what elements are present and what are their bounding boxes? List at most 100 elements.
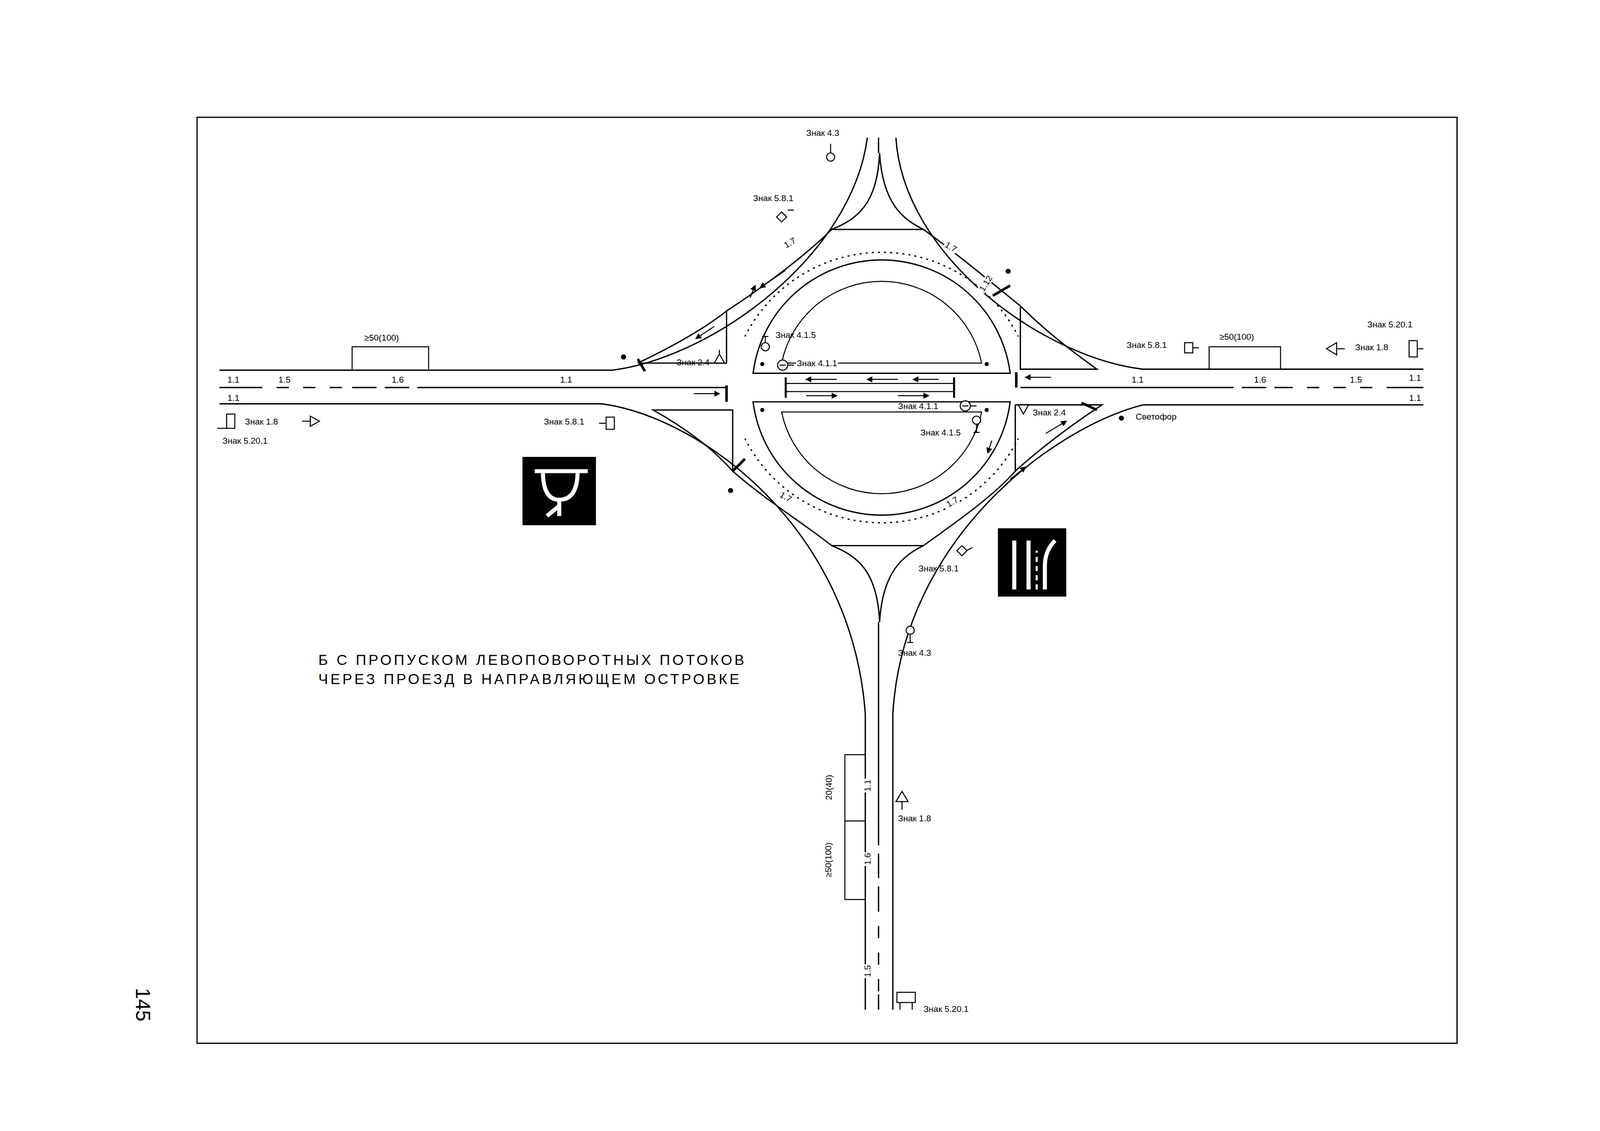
drawing-line	[310, 416, 320, 427]
drawing-line	[726, 372, 1017, 402]
annotation-label: Знак 1.8	[244, 417, 279, 427]
traffic-arrows	[693, 270, 1067, 480]
annotation-label: Знак 1.8	[1355, 343, 1389, 352]
annotation-label: Светофор	[1135, 412, 1177, 422]
drawing-line	[962, 405, 977, 407]
drawing-line	[897, 395, 929, 397]
annotation-label: 1.5	[863, 964, 872, 979]
drawing-line	[732, 471, 832, 546]
annotation-label: 1.6	[390, 375, 405, 385]
drawing-line	[785, 383, 954, 392]
caption: Б С ПРОПУСКОМ ЛЕВОПОВОРОТНЫХ ПОТОКОВ ЧЕР…	[318, 651, 812, 689]
annotation-label: 1.7	[777, 489, 794, 505]
drawing-line	[973, 424, 980, 433]
drawing-line	[652, 410, 733, 472]
annotation-label: Знак 5.20.1	[923, 1005, 969, 1014]
drawing-line	[900, 1002, 913, 1011]
annotation-label: Знак 4.3	[806, 128, 840, 138]
annotation-label: ≥50(100)	[1219, 332, 1255, 342]
annotation-label: 1.1	[1130, 375, 1145, 385]
drawing-line	[753, 401, 1011, 516]
drawing-line	[877, 622, 880, 822]
annotation-label: 1.1	[1408, 393, 1423, 403]
annotation-label: Знак 4.3	[897, 648, 932, 658]
drawing-line	[844, 755, 866, 901]
annotation-label: Знак 2.4	[1032, 408, 1066, 417]
drawing-line	[877, 899, 880, 995]
drawing-line	[956, 546, 967, 557]
drawing-line	[620, 354, 626, 360]
annotation-label: 1.5	[277, 375, 292, 385]
drawing-line	[1192, 347, 1199, 349]
drawing-line	[829, 143, 831, 153]
drawing-line	[1184, 342, 1194, 353]
annotation-label: 20(40)	[824, 775, 834, 801]
drawing-line	[1035, 551, 1038, 590]
drawing-line	[219, 404, 866, 1011]
drawing-line	[714, 354, 725, 364]
annotation-label: Знак 4.1.5	[920, 428, 961, 438]
drawing-line	[522, 457, 596, 526]
drawing-line	[728, 488, 734, 494]
drawing-line	[923, 229, 1021, 307]
drawing-line	[1020, 306, 1098, 370]
drawing-line	[1118, 415, 1124, 421]
annotation-label: Знак 5.8.1	[918, 564, 959, 574]
drawing-line	[826, 152, 835, 162]
annotation-label: 1.1	[226, 375, 241, 385]
annotation-label: Знак 5.20.1	[222, 436, 268, 446]
drawing-line	[753, 260, 1011, 374]
large-signs	[522, 457, 1067, 597]
drawing-line	[776, 212, 787, 223]
drawing-line	[1209, 346, 1281, 370]
drawing-line	[892, 405, 1424, 1011]
drawing-line	[719, 349, 720, 355]
drawing-line	[760, 270, 786, 288]
drawing-line	[1280, 386, 1398, 389]
drawing-line	[352, 386, 429, 389]
drawing-line	[787, 209, 794, 211]
drawing-line	[987, 440, 992, 454]
drawing-line	[867, 379, 898, 381]
drawing-line	[1005, 268, 1011, 274]
drawing-line	[1010, 467, 1026, 480]
annotation-label: 1.7	[781, 235, 798, 251]
drawing-line	[906, 634, 913, 643]
drawing-line	[1045, 421, 1067, 434]
drawing-line	[806, 379, 837, 381]
drawing-line	[750, 285, 756, 298]
drawing-line	[997, 528, 1067, 597]
drawing-line	[781, 281, 982, 364]
annotation-label: ≥50(100)	[364, 333, 399, 343]
annotation-label: Знак 4.1.5	[775, 330, 816, 340]
drawing-line	[831, 152, 924, 230]
drawing-line	[226, 414, 235, 429]
drawing-line	[219, 386, 251, 389]
annotation-label: 1.6	[863, 852, 872, 866]
annotation-label: Знак 4.1.1	[897, 401, 939, 411]
drawing-line	[1020, 386, 1210, 389]
drawing-line	[352, 346, 429, 370]
drawing-line	[745, 438, 1019, 524]
drawing-line	[428, 386, 727, 389]
annotation-label: 1.5	[1349, 375, 1363, 385]
annotation-label: 1.7	[943, 495, 961, 510]
drawing-line	[984, 362, 989, 367]
drawing-line	[762, 336, 769, 343]
annotation-label: 1.1	[1408, 373, 1423, 383]
drawing-line	[1326, 342, 1337, 355]
annotation-label: 1.1	[226, 393, 241, 403]
drawing-line	[1025, 376, 1052, 378]
annotation-label: 1.7	[943, 239, 960, 255]
drawing-line	[1397, 386, 1424, 389]
drawing-line	[906, 626, 915, 635]
drawing-line	[896, 137, 1424, 370]
drawing-line	[695, 326, 715, 339]
drawing-line	[779, 364, 794, 366]
drawing-line	[637, 311, 727, 364]
annotation-label: Знак 4.1.1	[796, 359, 839, 368]
drawing-line	[1336, 348, 1345, 350]
drawing-line	[1417, 348, 1423, 350]
page-number: 145	[132, 988, 153, 1022]
